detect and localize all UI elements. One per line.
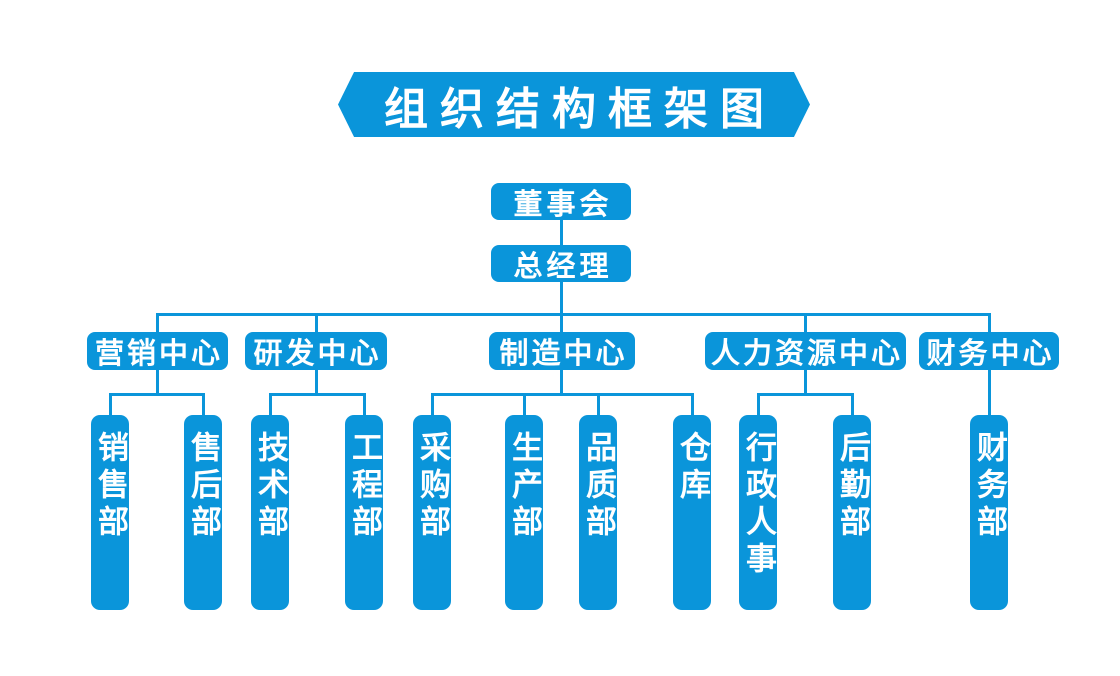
finance-center-node: 财务中心 — [919, 332, 1059, 370]
connector-branch-marketing — [108, 393, 205, 396]
logistics-dept-node: 后勤部 — [833, 415, 871, 610]
connector-stem-manufacturing — [560, 370, 563, 396]
finance-dept-node: 财务部 — [970, 415, 1008, 610]
warehouse-dept-node: 仓库 — [673, 415, 711, 610]
connector-stem-rnd — [314, 370, 318, 396]
connector-board-gm — [559, 220, 563, 245]
hr-center-node: 人力资源中心 — [705, 332, 906, 370]
connector-drop-engineering — [362, 394, 366, 415]
connector-drop-warehouse — [690, 394, 694, 415]
sales-dept-node: 销售部 — [91, 415, 129, 610]
connector-stem-marketing — [155, 370, 159, 396]
manufacturing-center-node: 制造中心 — [489, 332, 635, 370]
quality-dept-node: 品质部 — [579, 415, 617, 610]
connector-drop-rnd — [314, 314, 318, 332]
connector-gm-trunk — [560, 282, 563, 333]
connector-drop-technology — [268, 394, 272, 415]
title-banner: 组织结构框架图 — [338, 72, 810, 137]
connector-drop-admin-hr — [756, 394, 760, 415]
technology-dept-node: 技术部 — [251, 415, 289, 610]
connector-branch-hr — [756, 393, 854, 396]
connector-stem-finance-direct — [987, 370, 991, 415]
rnd-center-node: 研发中心 — [245, 332, 387, 370]
connector-drop-production — [522, 394, 526, 415]
connector-drop-marketing — [155, 314, 159, 332]
admin-hr-dept-node: 行政人事 — [739, 415, 777, 610]
connector-stem-hr — [803, 370, 807, 396]
marketing-center-node: 营销中心 — [87, 332, 228, 370]
connector-drop-quality — [596, 394, 600, 415]
connector-branch-rnd — [268, 393, 366, 396]
production-dept-node: 生产部 — [505, 415, 543, 610]
connector-branch-manufacturing — [430, 393, 694, 396]
connector-drop-logistics — [850, 394, 854, 415]
connector-main-rail — [155, 313, 991, 316]
connector-drop-sales — [108, 394, 112, 415]
connector-drop-after-sales — [201, 394, 205, 415]
board-of-directors-node: 董事会 — [491, 183, 631, 221]
procurement-dept-node: 采购部 — [413, 415, 451, 610]
after-sales-dept-node: 售后部 — [184, 415, 222, 610]
general-manager-node: 总经理 — [491, 245, 631, 283]
engineering-dept-node: 工程部 — [345, 415, 383, 610]
connector-drop-procurement — [430, 394, 434, 415]
page-title: 组织结构框架图 — [384, 84, 776, 134]
connector-drop-finance — [987, 314, 991, 332]
connector-drop-hr — [803, 314, 807, 332]
